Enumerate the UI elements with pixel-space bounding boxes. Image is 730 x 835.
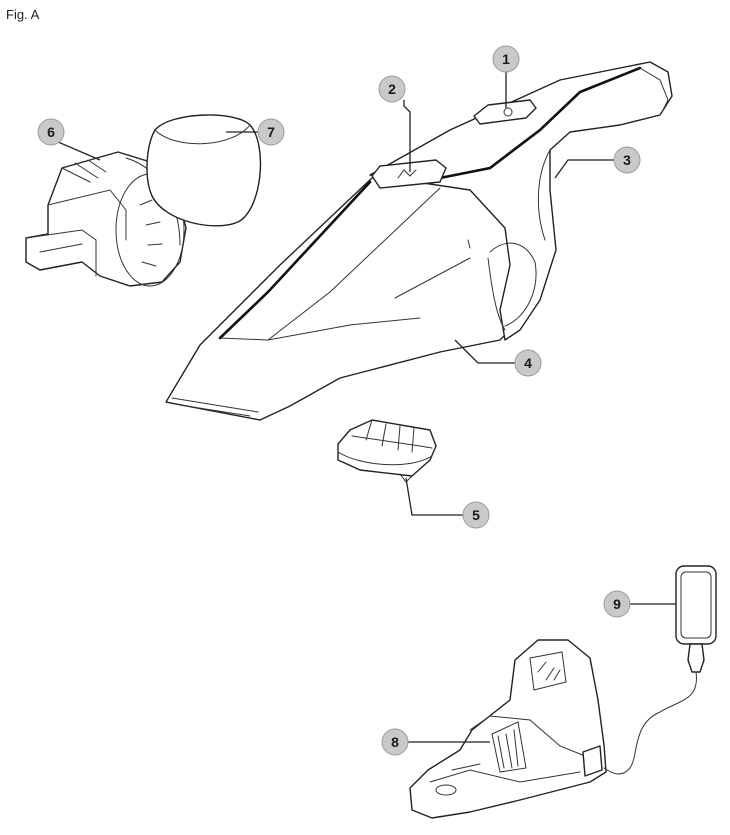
callout-label-4: 4 — [524, 355, 532, 371]
callout-label-7: 7 — [267, 124, 275, 140]
callout-2: 2 — [379, 76, 405, 102]
bowl-filter-insert — [338, 420, 436, 482]
callout-label-5: 5 — [472, 507, 480, 523]
callout-6: 6 — [38, 119, 64, 145]
callout-8: 8 — [382, 729, 408, 755]
callout-label-2: 2 — [388, 81, 396, 97]
callout-label-6: 6 — [47, 124, 55, 140]
callout-label-9: 9 — [613, 596, 621, 612]
callout-7: 7 — [258, 119, 284, 145]
callout-label-1: 1 — [502, 51, 510, 67]
callout-4: 4 — [515, 350, 541, 376]
callout-3: 3 — [614, 147, 640, 173]
charging-base — [410, 640, 606, 818]
callout-label-3: 3 — [623, 152, 631, 168]
callout-1: 1 — [493, 46, 519, 72]
callout-label-8: 8 — [391, 734, 399, 750]
callout-5: 5 — [463, 502, 489, 528]
callout-9: 9 — [604, 591, 630, 617]
